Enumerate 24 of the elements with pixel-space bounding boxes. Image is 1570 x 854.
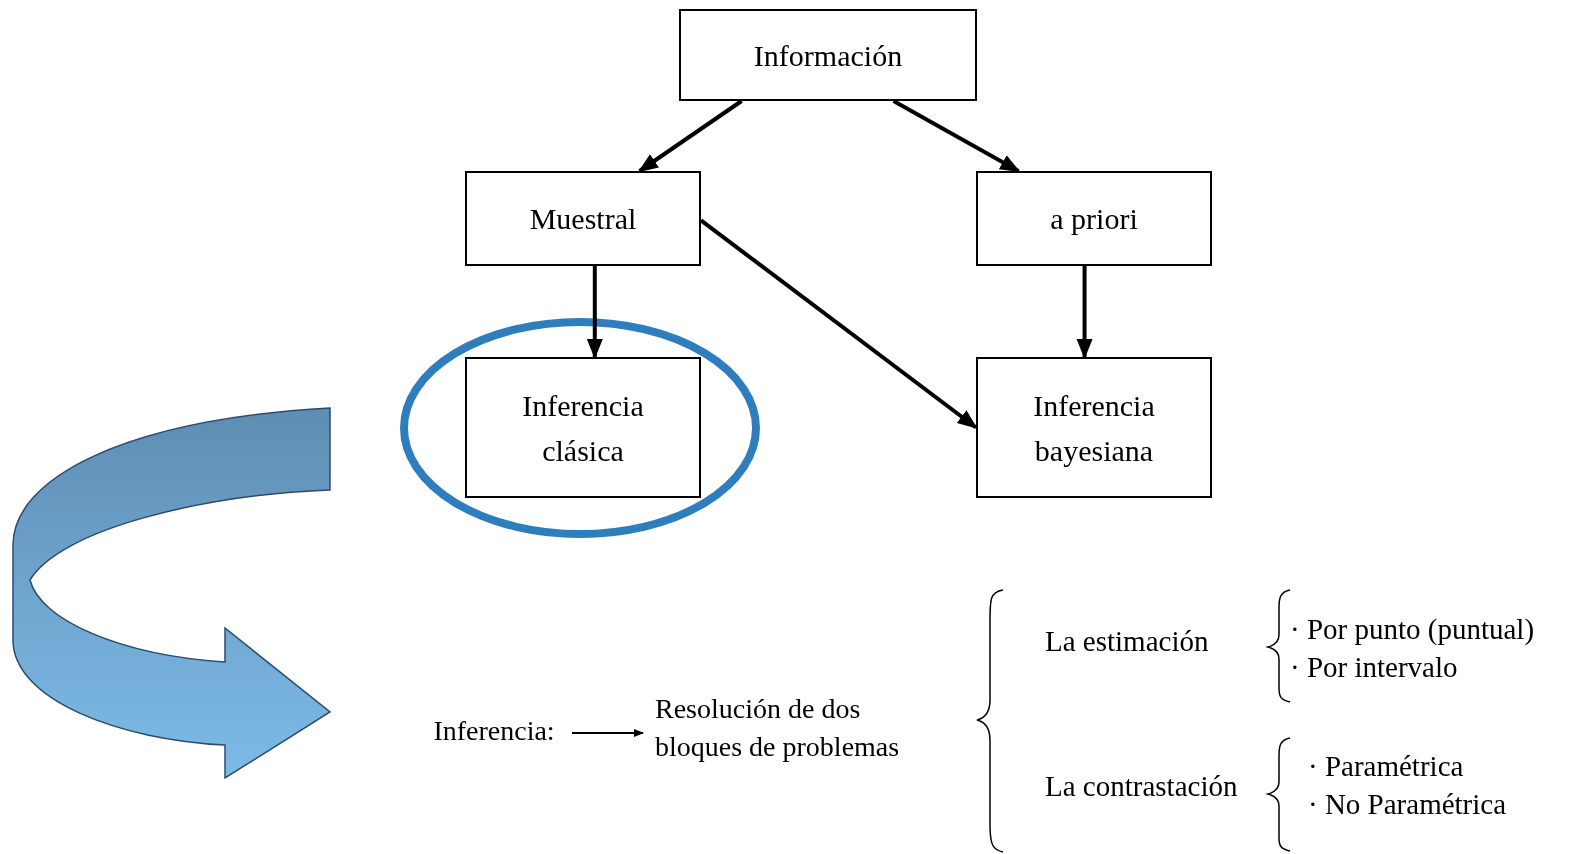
arrow bbox=[892, 99, 1021, 173]
arrow bbox=[1076, 266, 1093, 359]
category-label: La estimación bbox=[1045, 625, 1209, 658]
list-item: · Por intervalo bbox=[1290, 651, 1458, 684]
list-item: · No Paramétrica bbox=[1308, 788, 1507, 821]
list-item: · Por punto (puntual) bbox=[1290, 613, 1535, 646]
arrow bbox=[638, 99, 743, 173]
arrow bbox=[571, 729, 644, 738]
node-text: Inferencia clásica bbox=[521, 387, 645, 469]
node-text: Muestral bbox=[529, 201, 637, 237]
node-text: Inferencia: bbox=[433, 714, 555, 749]
process-box bbox=[679, 9, 977, 101]
list-item: · Paramétrica bbox=[1308, 750, 1464, 783]
node-text: Inferencia bayesiana bbox=[1032, 387, 1156, 469]
process-box bbox=[976, 171, 1212, 266]
arrow bbox=[586, 266, 603, 359]
category-label: La contrastación bbox=[1045, 770, 1238, 803]
node-text: Información bbox=[753, 37, 903, 74]
process-box bbox=[465, 357, 701, 498]
arrow bbox=[699, 218, 978, 430]
node-text: Resolución de dos bloques de problemas bbox=[655, 692, 901, 764]
process-box bbox=[465, 171, 701, 266]
node-text: a priori bbox=[1050, 201, 1138, 237]
process-box bbox=[976, 357, 1212, 498]
